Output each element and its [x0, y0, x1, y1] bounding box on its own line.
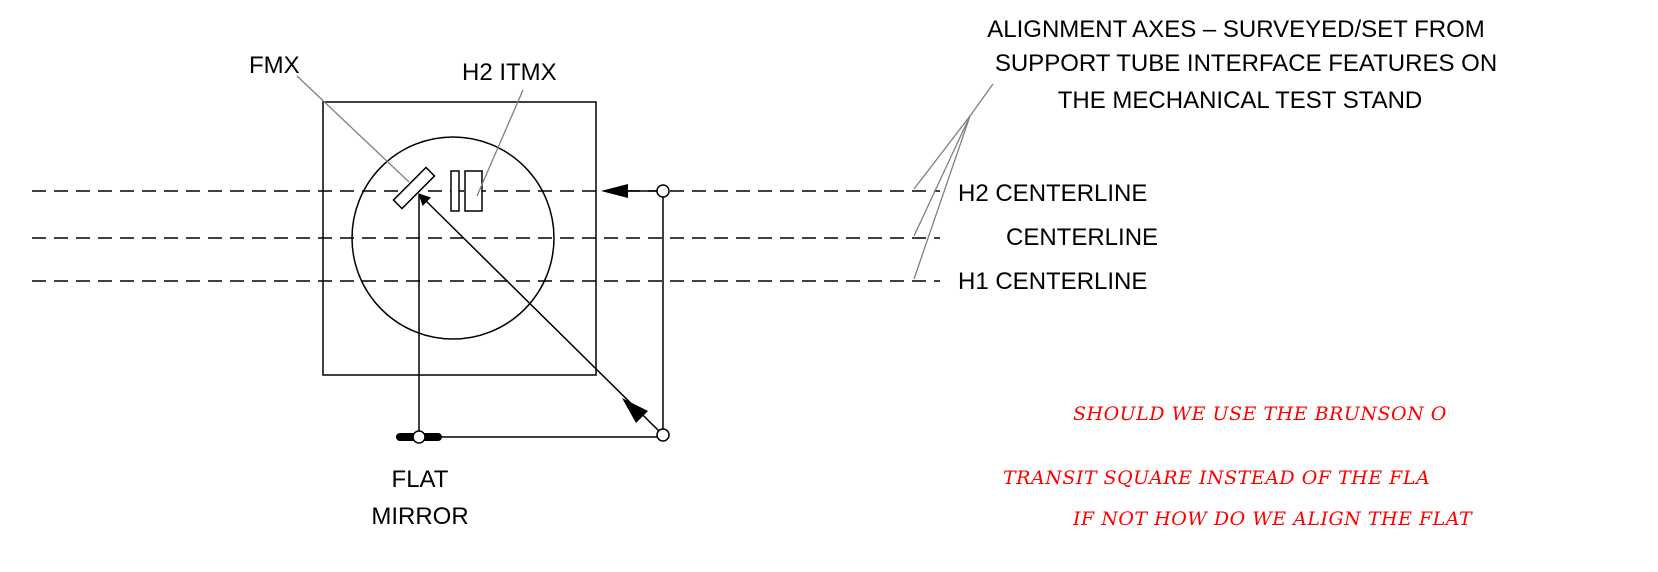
h2-centerline-label: H2 CENTERLINE — [958, 180, 1147, 207]
flat-mirror-label-line-1: FLAT — [392, 466, 449, 493]
diagonal-return-beam — [418, 193, 664, 436]
fmx-label: FMX — [249, 52, 300, 79]
diagonal-arrowhead — [622, 398, 648, 423]
support-frame-square — [322, 101, 597, 376]
alignment-note-line-3: THE MECHANICAL TEST STAND — [1058, 87, 1423, 114]
flat-mirror-pivot — [412, 430, 426, 444]
fmx-mirror — [392, 166, 436, 210]
flat-mirror-label-line-2: MIRROR — [371, 503, 468, 530]
h2-itmx-label: H2 ITMX — [462, 59, 557, 86]
alignment-note-line-1: ALIGNMENT AXES – SURVEYED/SET FROM — [987, 16, 1484, 43]
alignment-leader-center — [913, 115, 971, 237]
pivot-point-bottom — [656, 428, 670, 442]
alignment-leader-h2 — [913, 115, 971, 190]
h2-itmx-leader — [476, 89, 524, 197]
support-tube-circle — [351, 136, 555, 340]
h2-itmx-optic-left — [450, 170, 460, 212]
h1-centerline-label: H1 CENTERLINE — [958, 268, 1147, 295]
centerline-label: CENTERLINE — [1006, 224, 1158, 251]
alignment-leader-h1 — [913, 115, 971, 280]
fmx-leader — [296, 75, 410, 183]
review-comment-line-2: TRANSIT SQUARE INSTEAD OF THE FLA — [1003, 467, 1430, 489]
alignment-leader-top — [969, 83, 994, 117]
pivot-point-top — [656, 184, 670, 198]
alignment-note-line-2: SUPPORT TUBE INTERFACE FEATURES ON — [995, 50, 1497, 77]
review-comment-line-3: IF NOT HOW DO WE ALIGN THE FLAT — [1072, 508, 1473, 530]
h2-itmx-optic-right — [464, 170, 483, 212]
review-comment-line-1: SHOULD WE USE THE BRUNSON O — [1073, 403, 1447, 425]
top-arrowhead — [601, 184, 628, 198]
